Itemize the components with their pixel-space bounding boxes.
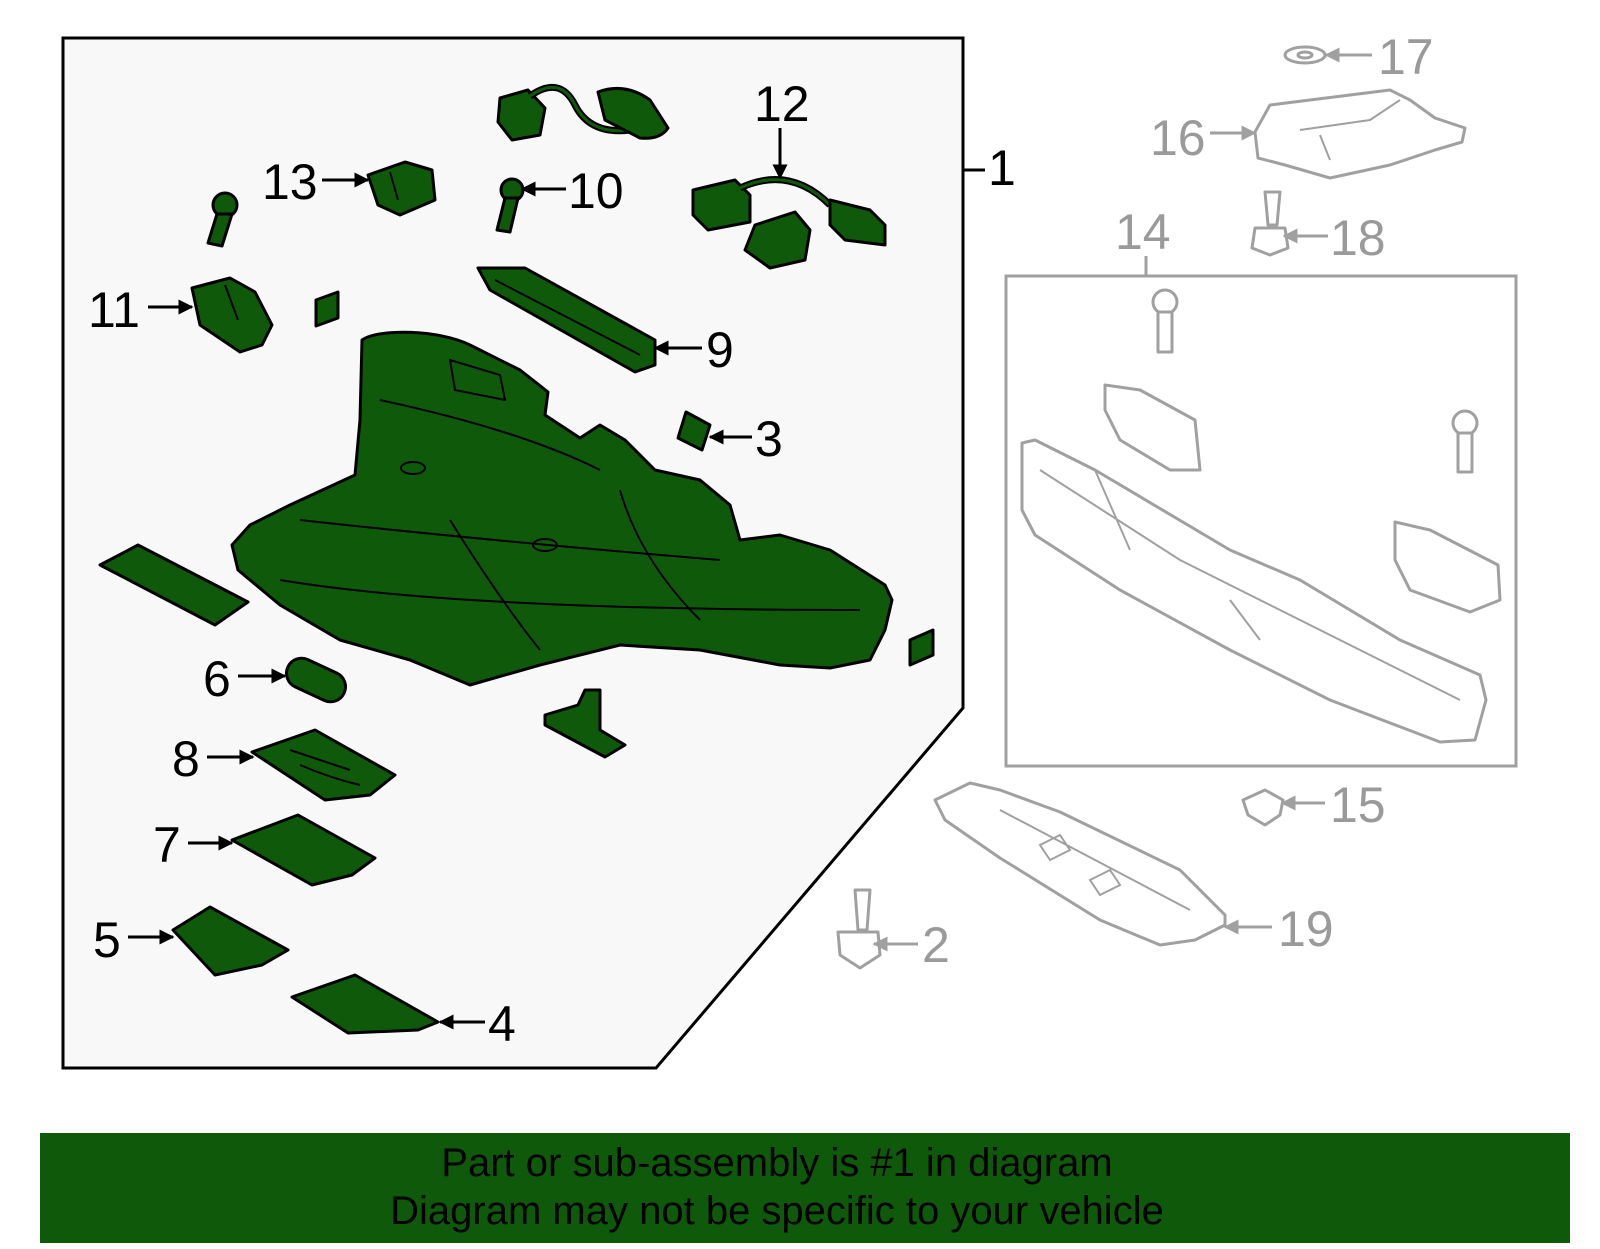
callout-5: 5 — [93, 912, 121, 968]
pad-4 — [290, 973, 440, 1035]
bracket-11 — [190, 276, 274, 354]
harness-12-connector-a — [691, 178, 752, 232]
bolt-18-shank — [1263, 190, 1282, 227]
pad-8-detail — [289, 749, 361, 786]
clip-13 — [366, 160, 437, 217]
bolt-18-head — [1250, 226, 1290, 257]
info-banner: Part or sub-assembly is #1 in diagram Di… — [40, 1133, 1570, 1243]
strip-long-left — [98, 543, 250, 627]
callout-11: 11 — [88, 282, 140, 338]
under-cover-rib-1 — [379, 399, 601, 471]
bracket-11-detail — [224, 284, 239, 321]
screw-10-shank — [495, 196, 520, 234]
callout-6: 6 — [203, 651, 231, 707]
under-cover-rib-2 — [299, 519, 721, 561]
under-cover-boss-2 — [532, 538, 558, 552]
bolt-2-shank — [853, 888, 872, 932]
callout-16: 16 — [1150, 110, 1206, 166]
cover-19-detail — [999, 809, 1191, 911]
callout-10: 10 — [568, 163, 624, 219]
bracket-16-detail — [1299, 99, 1401, 161]
cover-19 — [933, 781, 1227, 947]
washer-17-hole — [1296, 50, 1314, 60]
pad-8 — [250, 728, 397, 802]
bolt-14a-head — [1151, 288, 1179, 316]
pad-3 — [676, 410, 712, 452]
crossmember-14-rib-2 — [1094, 469, 1261, 641]
pad-7 — [230, 813, 377, 887]
callout-2: 2 — [922, 917, 950, 973]
tab-small-a — [314, 290, 340, 328]
harness-top-wire-inner — [529, 85, 631, 133]
harness-12-wire-inner — [739, 178, 832, 207]
screw-left-shank — [206, 212, 234, 248]
crossmember-14-rib-1 — [1039, 469, 1461, 701]
callout-1: 1 — [988, 140, 1016, 196]
callout-8: 8 — [172, 731, 200, 787]
under-cover-rib-4 — [449, 519, 541, 651]
under-cover-rib-3 — [279, 579, 861, 611]
banner-line-1: Part or sub-assembly is #1 in diagram — [441, 1141, 1113, 1185]
tab-small-b — [908, 628, 935, 667]
callout-15: 15 — [1330, 777, 1386, 833]
callout-18: 18 — [1330, 210, 1386, 266]
callout-7: 7 — [153, 817, 181, 873]
callout-4: 4 — [488, 996, 516, 1052]
bolt-14b-shank — [1456, 431, 1474, 474]
bolt-14b-head — [1451, 409, 1479, 437]
under-cover-rib-5 — [619, 489, 701, 621]
bracket-16 — [1253, 88, 1467, 180]
bolt-2-head — [836, 930, 882, 970]
bracket-14-upper — [1103, 383, 1202, 472]
callout-13: 13 — [262, 154, 318, 210]
harness-top-connector — [496, 88, 547, 142]
callout-12: 12 — [754, 76, 810, 132]
harness-12-connector-b — [828, 198, 887, 247]
harness-top-sensor — [596, 86, 670, 140]
crossmember-14 — [1020, 438, 1488, 744]
pad-5 — [171, 905, 290, 977]
harness-12-sensor — [743, 210, 812, 270]
callout-17: 17 — [1378, 29, 1434, 85]
plug-6 — [284, 656, 348, 704]
bracket-center — [543, 688, 627, 759]
callout-19: 19 — [1278, 901, 1334, 957]
callout-14: 14 — [1115, 204, 1171, 260]
bracket-14-right — [1393, 520, 1502, 614]
banner-line-2: Diagram may not be specific to your vehi… — [390, 1189, 1164, 1233]
bolt-14a-shank — [1156, 310, 1174, 354]
under-cover-boss-1 — [400, 461, 426, 475]
callout-9: 9 — [706, 322, 734, 378]
strip-9-edge — [494, 279, 641, 356]
nut-15 — [1241, 788, 1285, 827]
under-cover-recess — [448, 358, 507, 402]
clip-13-detail — [389, 171, 399, 201]
callout-3: 3 — [755, 411, 783, 467]
under-cover-main — [230, 330, 894, 687]
